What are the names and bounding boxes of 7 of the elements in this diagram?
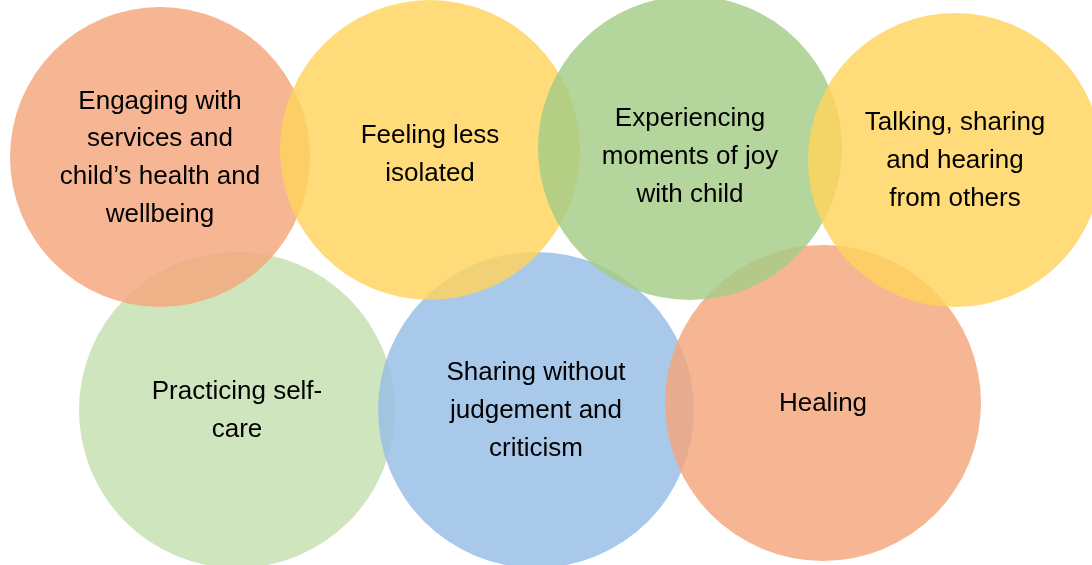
circle-label: Talking, sharing and hearing from others <box>863 105 1047 214</box>
circle-label: Engaging with services and child’s health and wellbeing <box>58 83 262 230</box>
circle-label: Experiencing moments of joy with child <box>600 101 780 210</box>
circle-label: Sharing without judgement and criticism <box>445 355 627 464</box>
circle-label: Practicing self-care <box>150 374 324 445</box>
circle-label: Feeling less isolated <box>359 118 501 189</box>
circle-label: Healing <box>778 386 868 420</box>
